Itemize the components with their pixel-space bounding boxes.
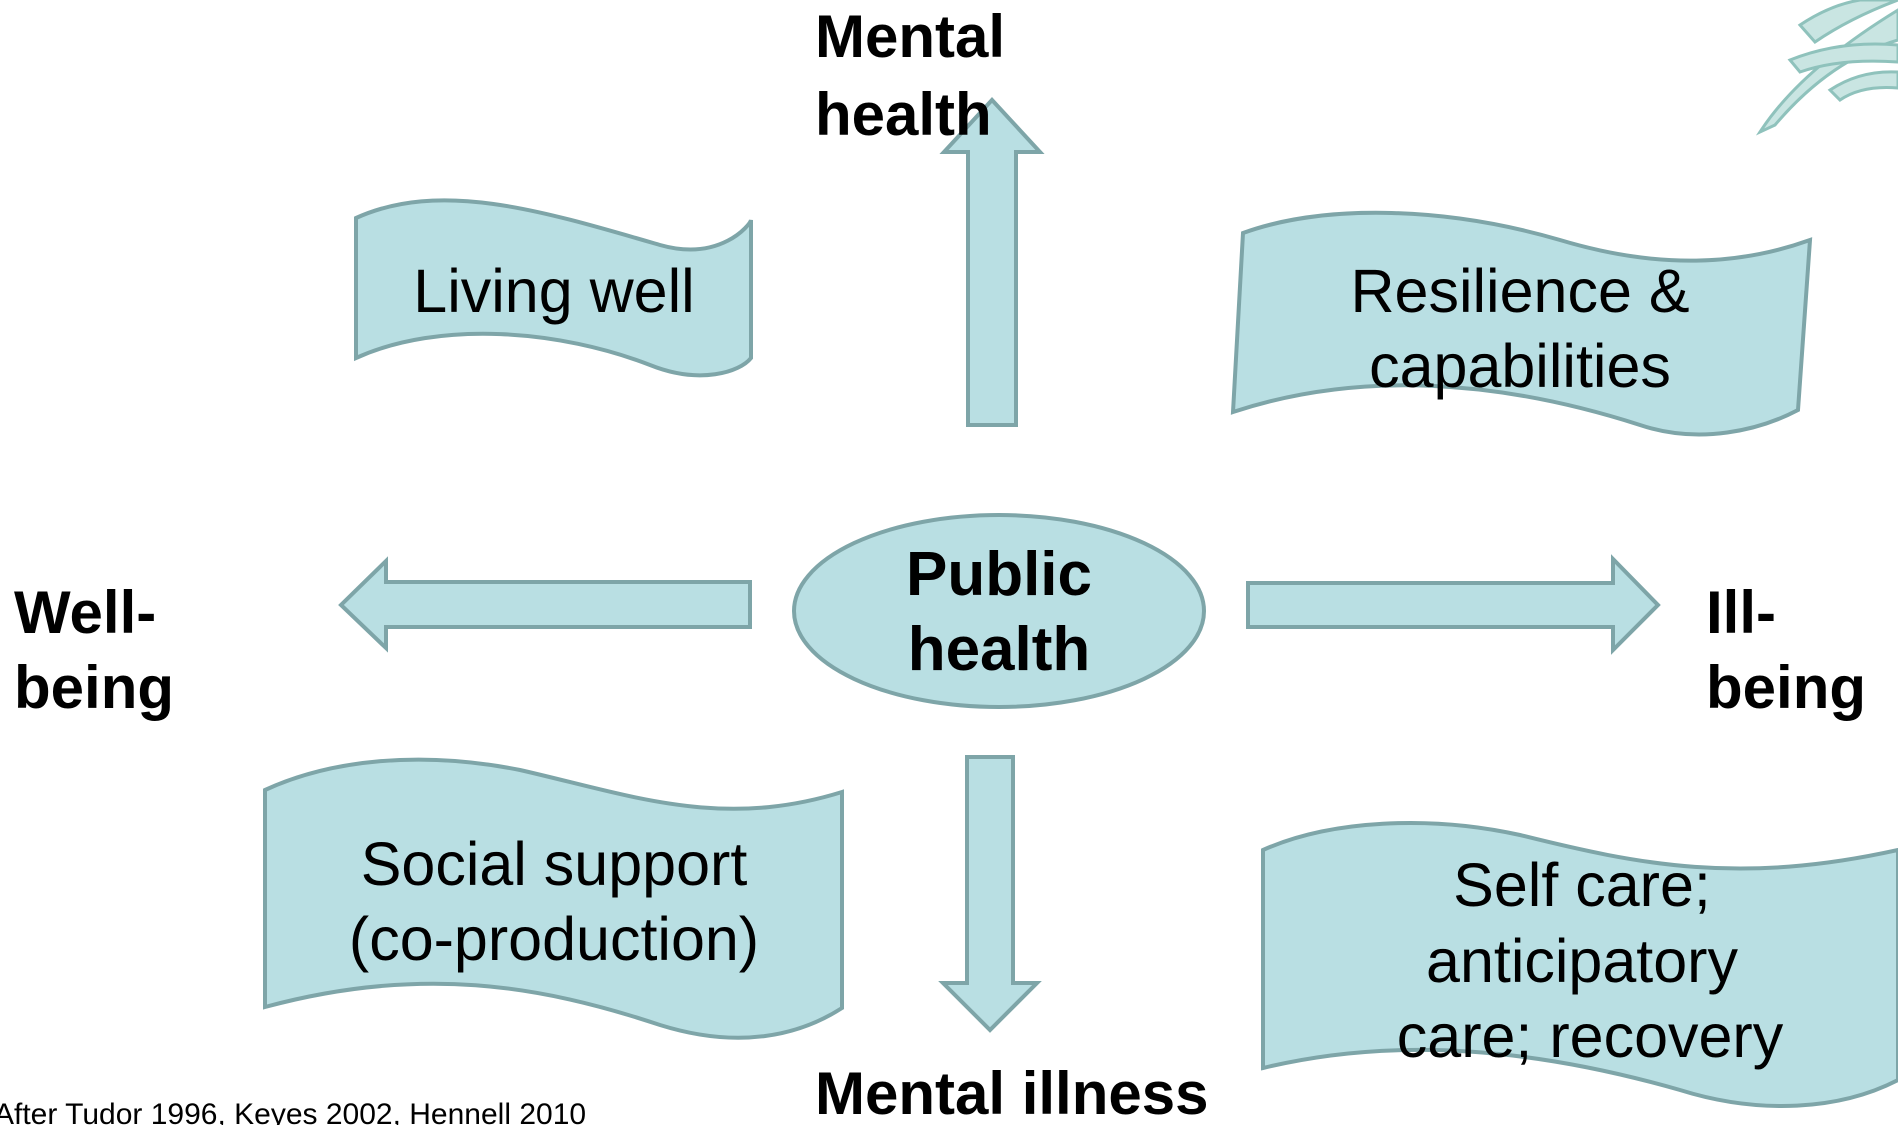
label-social-support-line-1: Social support: [361, 830, 748, 898]
center-line-2: health: [908, 615, 1091, 684]
label-social-support-line-2: (co-production): [349, 905, 759, 973]
label-self-care: Self care; anticipatory care; recovery: [1397, 851, 1784, 1070]
arrow-down: [938, 755, 1042, 1033]
label-social-support: Social support (co-production): [349, 830, 759, 973]
axis-right-line-1: Ill-: [1706, 579, 1776, 646]
banner-social-support: [263, 757, 844, 1040]
leaf-decoration: [1755, 0, 1898, 136]
label-resilience-line-2: capabilities: [1369, 332, 1671, 400]
center-line-1: Public: [906, 540, 1092, 609]
axis-label-left: Well- being: [14, 579, 174, 721]
banner-resilience: [1230, 210, 1813, 437]
axis-left-line-2: being: [14, 654, 174, 721]
axis-left-line-1: Well-: [14, 579, 156, 646]
public-health-ellipse: [792, 513, 1206, 709]
axis-label-bottom: Mental illness: [815, 1060, 1208, 1125]
axis-label-right: Ill- being: [1706, 579, 1866, 721]
label-resilience-line-1: Resilience &: [1350, 257, 1689, 325]
banner-living-well: [354, 198, 753, 378]
label-resilience: Resilience & capabilities: [1350, 257, 1689, 400]
center-label: Public health: [906, 540, 1092, 684]
citation-footnote: After Tudor 1996, Keyes 2002, Hennell 20…: [0, 1098, 586, 1125]
label-self-care-line-2: anticipatory: [1426, 927, 1738, 995]
label-self-care-line-3: care; recovery: [1397, 1002, 1784, 1070]
axis-label-top: Mental health: [815, 3, 1005, 148]
arrow-right: [1246, 554, 1661, 655]
label-living-well: Living well: [413, 257, 694, 325]
axis-bottom-line-1: Mental illness: [815, 1060, 1208, 1125]
arrow-up: [939, 97, 1045, 427]
arrow-left: [338, 556, 752, 653]
banner-self-care: [1261, 821, 1898, 1109]
axis-top-line-1: Mental: [815, 3, 1005, 70]
label-self-care-line-1: Self care;: [1453, 851, 1711, 919]
axis-right-line-2: being: [1706, 654, 1866, 721]
axis-top-line-2: health: [815, 81, 992, 148]
